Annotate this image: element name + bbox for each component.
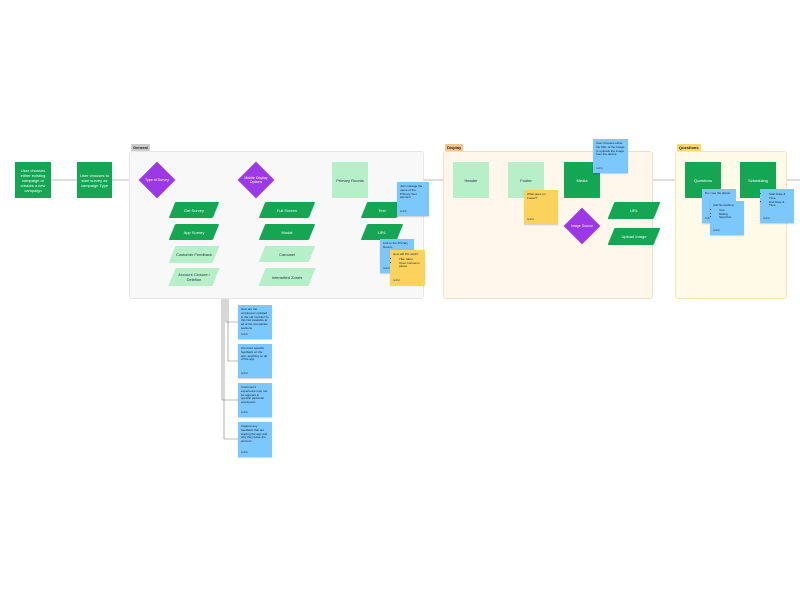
note-text: Just manage the name of the Primary Text… [400,184,423,200]
note-text: Customer's experience may not be appears… [241,385,268,405]
zone-general-tag: General [131,144,150,151]
start-step-choose-campaign[interactable]: User chooses either existing campaign or… [15,162,51,198]
option-label: URL [629,208,638,213]
note-text: Do I see the above [705,191,731,195]
note-list-item: End Date & Time [769,200,791,209]
decision-label: Image Source [570,223,594,228]
option-customer-feedback[interactable]: Customer Feedback [168,246,220,263]
sticky-note-questions-2[interactable]: Add Something Text Rating Selection Auth… [710,201,744,235]
option-url[interactable]: URL [360,224,404,240]
option-label: URL [377,229,386,235]
sticky-note-scheduling[interactable]: Start Date & Time End Date & Time Author [760,189,794,223]
option-label: Upload Image [621,234,647,239]
note-list-item: Text [719,208,741,213]
note-author: Author [705,217,713,221]
option-carousel[interactable]: Carousel [258,246,316,262]
note-title: How will this work? [393,252,419,256]
sticky-note-side-2[interactable]: Are there specific feedback on the app, … [238,344,272,378]
note-author: Author [241,333,249,337]
option-label: Text [378,207,386,213]
note-list: Text Rating Selection [713,208,741,220]
option-label: App Survey [183,229,205,235]
note-list-item: Start Date & Time [769,192,791,201]
option-app-survey[interactable]: App Survey [168,224,220,240]
note-list-item: Title: label [399,257,422,262]
decision-type-of-survey[interactable]: Type of Survey [138,161,176,199]
note-author: Author [393,279,401,283]
note-author: Author [383,267,391,271]
sticky-note-side-4[interactable]: Capture any feedback that are leaving th… [238,422,272,457]
option-label: Get Survey [183,207,204,213]
option-modal[interactable]: Modal [258,224,316,240]
note-list-item: Selection [719,216,741,220]
option-intensified-zones[interactable]: Intensified Zones [258,268,316,286]
note-list: Title: label Open Inshow in pause [393,257,422,270]
option-upload-image[interactable]: Upload Image [607,228,661,245]
option-label: Modal [281,229,293,235]
sticky-note-footer[interactable]: What goes on Footer? Author [524,190,558,224]
option-get-survey[interactable]: Get Survey [168,202,220,218]
sticky-note-text[interactable]: Just manage the name of the Primary Text… [397,182,429,216]
option-account-closure[interactable]: Account Closure / Deletion [168,268,220,286]
note-text: How are the employees updated in the old… [241,307,269,330]
note-text: Link to the Primary Rooms [383,241,409,249]
note-text: What goes on Footer? [527,192,546,200]
zone-display-tag: Display [445,144,464,151]
sticky-note-how-it-works[interactable]: How will this work? Title: label Open In… [390,250,425,285]
zone-questions-tag: Questions [677,144,701,151]
note-text: Are there specific feedback on the app, … [241,346,268,362]
sticky-note-side-3[interactable]: Customer's experience may not be appears… [238,383,272,417]
option-full-screen[interactable]: Full Screen [258,202,316,218]
note-author: Author [527,218,535,222]
note-author: Author [241,451,249,455]
decision-image-source[interactable]: Image Source [563,207,601,245]
decision-label: Mobile Display Options [244,175,268,184]
decision-mobile-display-options[interactable]: Mobile Display Options [237,161,275,199]
option-label: Intensified Zones [271,274,303,280]
start-step-choose-survey[interactable]: User chooses to start survey as campaign… [77,162,112,198]
decision-label: Type of Survey [145,177,169,182]
option-image-url[interactable]: URL [607,202,661,219]
note-author: Author [241,372,249,376]
note-list-item: Rating [719,212,741,217]
note-list: Start Date & Time End Date & Time [763,192,791,209]
sticky-note-side-1[interactable]: How are the employees updated in the old… [238,305,272,339]
option-label: Customer Feedback [175,252,212,257]
sticky-note-media[interactable]: User chooses either the URL of the Image… [593,139,628,173]
note-text: Capture any feedback that are leaving th… [241,424,268,444]
option-text[interactable]: Text [360,202,404,218]
note-author: Author [713,229,721,233]
note-author: Author [596,167,604,171]
note-author: Author [400,210,408,214]
process-header[interactable]: Header [453,162,489,198]
note-author: Author [763,217,771,221]
process-primary-rooms[interactable]: Primary Rooms [332,162,368,198]
note-author: Author [241,411,249,415]
option-label: Carousel [278,251,295,257]
option-label: Account Closure / Deletion [178,272,210,282]
option-label: Full Screen [276,207,298,213]
note-title: Add Something [713,203,734,207]
note-text: User chooses either the URL of the Image… [596,141,625,157]
note-list-item: Open Inshow in pause [399,261,422,270]
